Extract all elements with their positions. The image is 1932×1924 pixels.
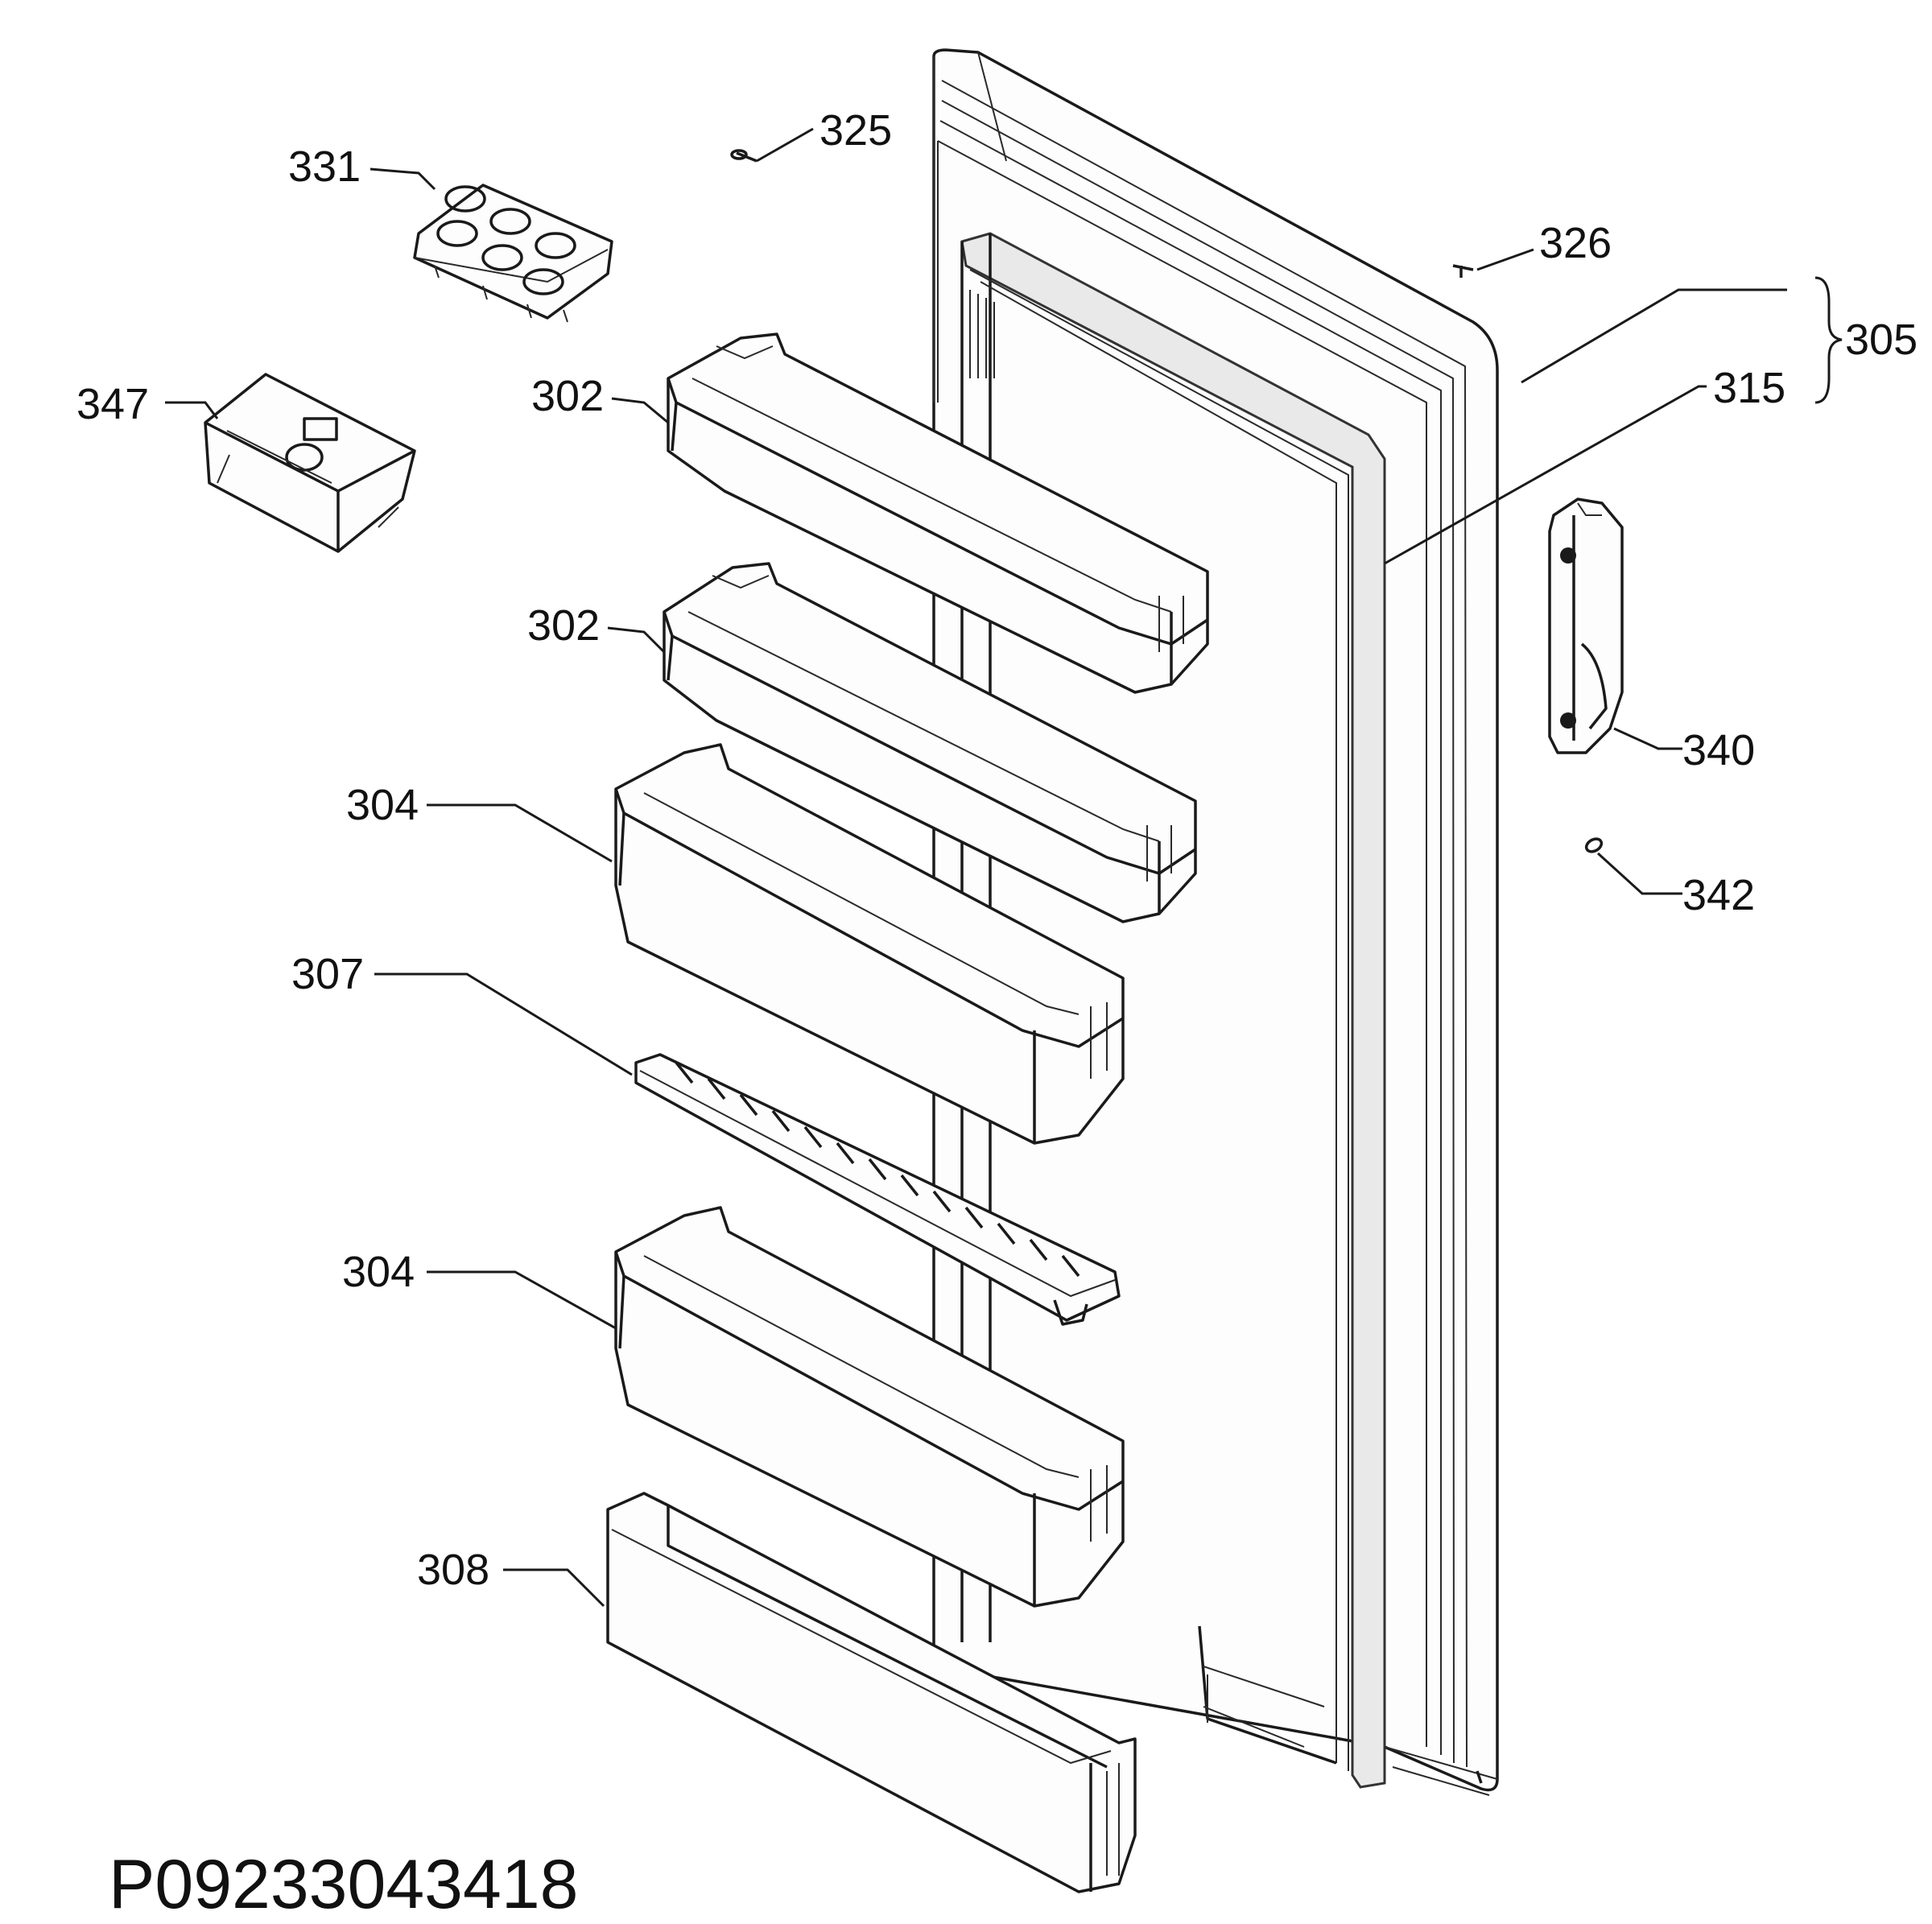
callout-315: 315 — [1713, 364, 1785, 412]
callout-347: 347 — [76, 380, 149, 428]
door-bin-304-lower — [614, 1206, 1125, 1608]
callout-304-lower: 304 — [342, 1248, 415, 1296]
door-shelf-302-top — [667, 332, 1209, 694]
screw-326 — [1452, 264, 1474, 278]
bottle-retainer-307 — [634, 1053, 1121, 1326]
door-shelf-302-lower — [663, 562, 1197, 923]
screw-325 — [730, 149, 758, 163]
callout-331: 331 — [288, 142, 361, 191]
callout-304-upper: 304 — [346, 781, 419, 829]
callout-305: 305 — [1845, 316, 1918, 364]
callout-308: 308 — [417, 1546, 489, 1594]
callout-307: 307 — [291, 950, 364, 998]
egg-tray — [413, 184, 613, 323]
callout-340: 340 — [1682, 726, 1755, 774]
callout-302-lower: 302 — [527, 601, 600, 650]
diagram-code: P09233043418 — [109, 1846, 578, 1923]
plug-342 — [1584, 837, 1604, 853]
door-bin-304-upper — [614, 743, 1125, 1145]
leader-lines — [165, 127, 1843, 1608]
callout-326: 326 — [1539, 219, 1612, 267]
bottle-shelf-308 — [606, 1492, 1137, 1893]
callout-325: 325 — [819, 106, 892, 155]
callout-labels: 331 325 326 305 315 347 302 302 304 307 … — [76, 106, 1918, 1594]
callout-342: 342 — [1682, 871, 1755, 919]
callout-302-top: 302 — [531, 372, 604, 420]
butter-dish — [204, 373, 416, 553]
door-handle-340 — [1548, 498, 1624, 754]
